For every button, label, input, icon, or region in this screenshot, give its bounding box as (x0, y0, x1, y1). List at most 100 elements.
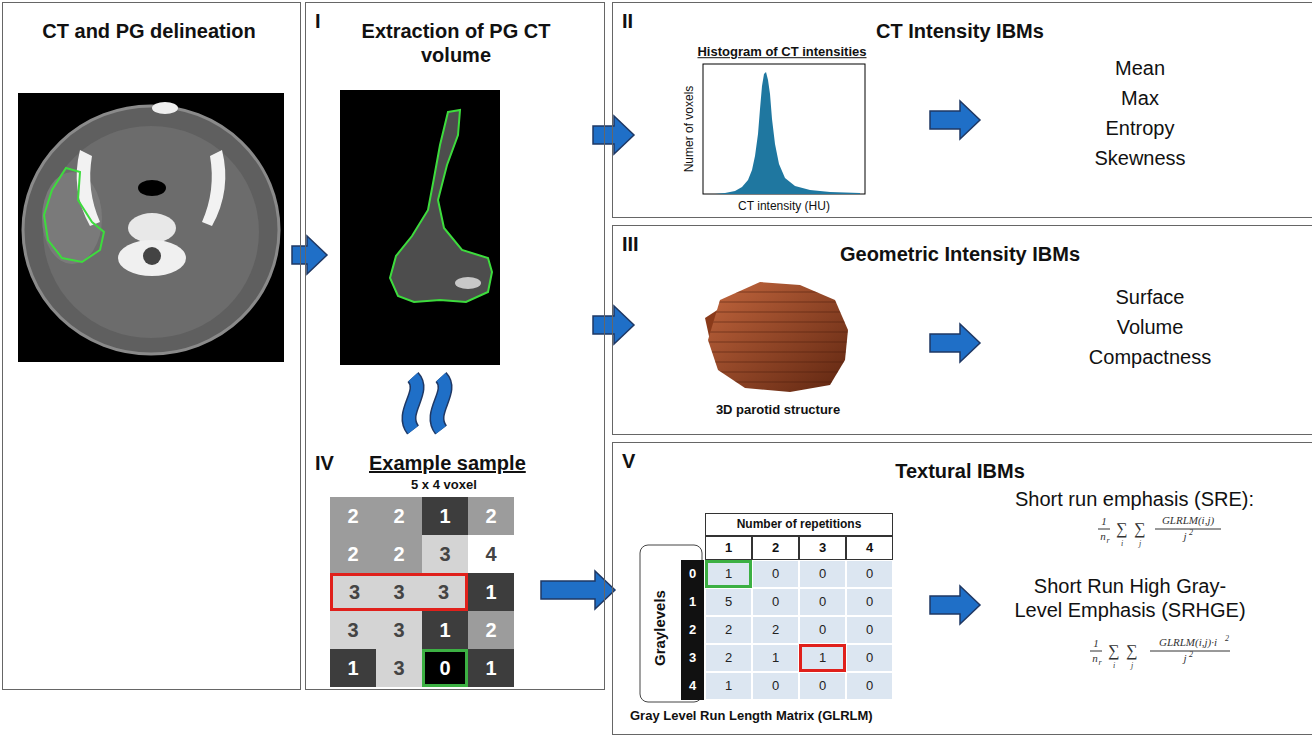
voxel-cell: 4 (468, 535, 514, 573)
row-header: 1 (681, 588, 704, 616)
panel-title: Geometric Intensity IBMs (613, 242, 1307, 266)
wavy-arrow (409, 377, 417, 430)
formula-term: 2 (1189, 650, 1193, 660)
formula-term: ∑ (1126, 641, 1137, 660)
block-arrow (593, 116, 634, 154)
mandible-bone (202, 150, 225, 226)
bone (152, 102, 178, 114)
histogram-frame (703, 64, 865, 194)
matrix-cell: 1 (752, 644, 799, 672)
wavy-arrow (437, 377, 445, 430)
panel-number: III (622, 232, 639, 256)
formula-term: i (1113, 661, 1115, 671)
formula-term: j (1183, 530, 1186, 543)
formula-term: ∑ (1108, 641, 1119, 660)
formula-term: j (1139, 539, 1141, 549)
matrix-cell: 0 (799, 672, 846, 700)
panel-title: CT and PG delineation (3, 19, 295, 43)
parotid-3d (708, 282, 848, 392)
metric-name: Entropy (1106, 116, 1175, 140)
matrix-cell: 1 (705, 672, 752, 700)
voxel-cell: 2 (330, 535, 376, 573)
voxel-cell: 3 (376, 611, 422, 649)
formula-term: ∑ (1134, 519, 1145, 538)
metric-name: Volume (1117, 315, 1184, 339)
formula-term: 2 (1225, 634, 1229, 644)
formula-term: r (1106, 536, 1109, 546)
panel-title: Extraction of PG CT volume (346, 19, 566, 67)
metric-name: Short run emphasis (SRE): (1015, 487, 1254, 511)
voxel-cell: 3 (330, 611, 376, 649)
figure-caption: Gray Level Run Length Matrix (GLRLM) (630, 708, 873, 724)
column-header: 4 (846, 536, 893, 560)
column-header: 1 (705, 536, 752, 560)
panel-number: V (622, 449, 635, 473)
formula-term: n (1100, 530, 1106, 543)
vertebra (128, 213, 176, 243)
panel: CT and PG delineation (2, 2, 301, 690)
flow-arrow (930, 586, 980, 624)
sample-size: 5 x 4 voxel (411, 477, 477, 493)
head-section (23, 106, 279, 354)
formula-term: 1 (1093, 637, 1099, 650)
fraction-bar (1098, 529, 1110, 530)
formula-term: 2 (1189, 528, 1193, 538)
voxel-cell: 3 (330, 573, 376, 611)
formula-term: r (1098, 658, 1101, 668)
slice-lines (700, 292, 850, 382)
voxel-cell: 3 (422, 535, 468, 573)
flow-arrow (930, 324, 980, 362)
formula-term: j (1183, 652, 1186, 665)
formula-term: ∑ (1116, 519, 1127, 538)
metric-name: Max (1121, 86, 1159, 110)
ct-image (18, 93, 284, 362)
spinal-canal (143, 247, 161, 265)
panel: IICT Intensity IBMs (612, 2, 1312, 218)
matrix-cell: 0 (846, 616, 893, 644)
wavy-arrow (437, 377, 445, 430)
formula-term: GLRLM(i,j)·i (1159, 636, 1217, 649)
voxel-cell: 1 (422, 497, 468, 535)
fraction-bar (1090, 651, 1102, 652)
voxel-cell: 3 (376, 573, 422, 611)
voxel-cell: 3 (376, 649, 422, 687)
voxel-cell: 2 (330, 497, 376, 535)
metric-name: Skewness (1094, 146, 1185, 170)
matrix-cell: 0 (799, 560, 846, 588)
panel-number: IV (315, 451, 334, 475)
block-arrow (593, 306, 634, 344)
panel-title: Textural IBMs (613, 459, 1307, 483)
matrix-cell: 0 (846, 560, 893, 588)
voxel-cell: 3 (422, 573, 468, 611)
formula-term: n (1092, 652, 1098, 665)
panel-number: II (622, 9, 633, 33)
airway (138, 180, 166, 196)
row-header: 4 (681, 672, 704, 700)
metric-name: Compactness (1089, 345, 1211, 369)
matrix-cell: 0 (752, 588, 799, 616)
matrix-cell: 0 (846, 588, 893, 616)
metric-name: Short Run High Gray-Level Emphasis (SRHG… (1012, 574, 1248, 622)
fraction-bar (1155, 529, 1221, 530)
bright-spot (455, 277, 481, 289)
matrix-cell: 0 (799, 616, 846, 644)
voxel-cell: 2 (376, 497, 422, 535)
voxel-cell: 1 (330, 649, 376, 687)
table-header: Number of repetitions (705, 513, 893, 536)
formula-term: 1 (1101, 515, 1107, 528)
matrix-cell: 1 (705, 560, 752, 588)
matrix-cell: 1 (799, 644, 846, 672)
matrix-cell: 0 (846, 644, 893, 672)
voxel-cell: 1 (468, 649, 514, 687)
histogram-bars (715, 72, 860, 194)
matrix-cell: 2 (705, 644, 752, 672)
matrix-cell: 0 (846, 672, 893, 700)
metric-name: Mean (1115, 56, 1165, 80)
panel-number: I (315, 9, 321, 33)
metric-name: Surface (1116, 285, 1185, 309)
column-header: 2 (752, 536, 799, 560)
axis-label: Graylevels (651, 590, 669, 666)
column-header: 3 (799, 536, 846, 560)
matrix-cell: 5 (705, 588, 752, 616)
voxel-cell: 1 (422, 611, 468, 649)
